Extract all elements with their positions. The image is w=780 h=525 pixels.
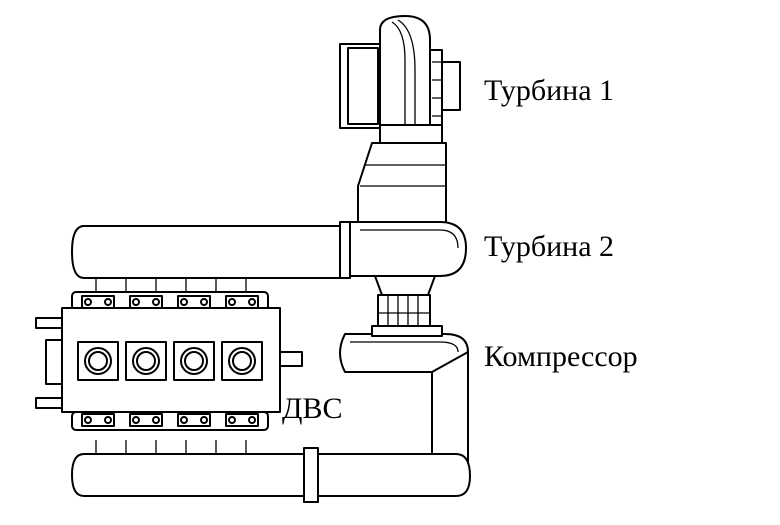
exhaust-port [177, 413, 211, 427]
turbine-2 [339, 221, 467, 279]
cylinder-head [173, 341, 215, 381]
label-turbine-1: Турбина 1 [484, 74, 614, 107]
exhaust-port [81, 413, 115, 427]
compressor [339, 325, 469, 373]
cylinder-head [221, 341, 263, 381]
turbo-shaft [374, 275, 436, 332]
bottom-pipe [71, 440, 471, 503]
intake-pipe [431, 351, 469, 471]
label-turbine-2: Турбина 2 [484, 230, 614, 263]
intake-port [129, 295, 163, 309]
exhaust-port [225, 413, 259, 427]
label-compressor: Компрессор [484, 340, 638, 373]
exhaust-pipe [71, 225, 341, 292]
exhaust-port [129, 413, 163, 427]
intake-port [177, 295, 211, 309]
intake-port [225, 295, 259, 309]
intake-port [81, 295, 115, 309]
label-engine: ДВС [282, 392, 342, 425]
cylinder-head [77, 341, 119, 381]
engine-block [35, 291, 303, 431]
turbine-1 [339, 15, 461, 144]
cylinder-head [125, 341, 167, 381]
connecting-duct [357, 142, 447, 227]
